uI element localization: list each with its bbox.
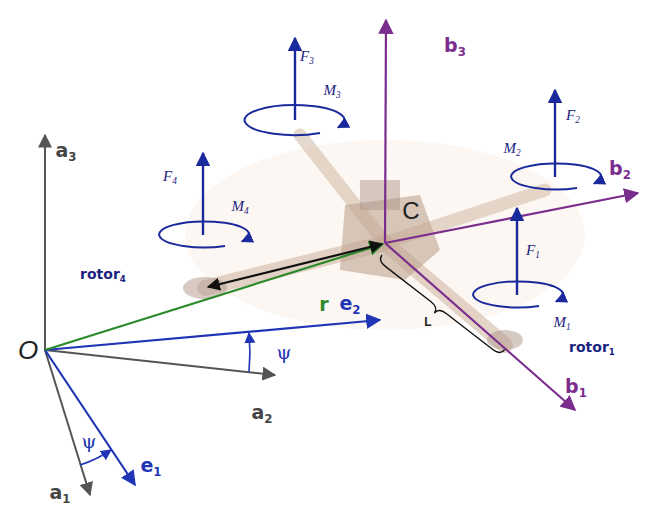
- rotor-thrusts-part: [202, 153, 204, 235]
- label-subscript: 1: [153, 465, 161, 479]
- arm-length-label: L: [424, 316, 431, 329]
- label-subscript: 3: [309, 56, 314, 66]
- label-subscript: 1: [535, 250, 540, 260]
- rotor-moments-part: [245, 105, 345, 135]
- moment-label: M3: [323, 82, 340, 99]
- arm-length-brace: [373, 255, 504, 361]
- inertial-axes-part: [44, 135, 46, 350]
- rotor-moments-part: [159, 221, 249, 247]
- label-stem: a: [55, 139, 68, 161]
- label-subscript: 2: [352, 303, 360, 317]
- position-vector-part: [45, 244, 383, 350]
- label-stem: e: [339, 292, 352, 314]
- quadrotor-photo-part: [487, 330, 523, 350]
- label-stem: M: [553, 314, 566, 330]
- label-subscript: 2: [623, 168, 631, 182]
- body-axes-part: [385, 193, 638, 243]
- yaw-axis-label: e1: [140, 455, 161, 476]
- body-axis-label: b2: [609, 158, 631, 179]
- origin-label: O: [18, 336, 38, 365]
- label-subscript: 2: [516, 148, 521, 158]
- label-subscript: 4: [244, 206, 249, 216]
- quadrotor-photo-part: [360, 180, 400, 210]
- inertial-axes-part: [45, 350, 90, 495]
- label-stem: M: [231, 198, 244, 214]
- label-stem: a: [251, 401, 264, 423]
- label-stem: M: [323, 82, 336, 98]
- body-axis-label: b1: [565, 376, 587, 397]
- label-subscript: 3: [336, 90, 341, 100]
- label-subscript: 1: [566, 322, 571, 332]
- thrust-label: F1: [526, 242, 540, 259]
- rotor-thrusts: [203, 38, 555, 295]
- label-stem: a: [49, 481, 62, 503]
- inertial-axis-label: a3: [55, 140, 76, 161]
- label-stem: rotor: [80, 266, 120, 282]
- rotor-label: rotor1: [569, 340, 615, 355]
- yaw-angle-label: ψ: [82, 431, 97, 452]
- yaw-angle-label: ψ: [277, 342, 292, 363]
- label-stem: F: [300, 48, 309, 64]
- arm-length-brace-part: [373, 255, 504, 361]
- label-stem: e: [140, 454, 153, 476]
- label-stem: F: [526, 242, 535, 258]
- inertial-axis-label: a2: [251, 402, 272, 423]
- label-stem: rotor: [569, 339, 609, 355]
- label-stem: b: [609, 157, 623, 179]
- label-stem: b: [444, 34, 458, 56]
- label-subscript: 1: [609, 347, 615, 357]
- rotor-moments-part: [511, 163, 601, 189]
- label-stem: M: [503, 140, 516, 156]
- label-subscript: 1: [62, 492, 70, 506]
- body-axes-part: [385, 243, 575, 410]
- rotor-arm-vector: [208, 244, 382, 287]
- body-axes: [385, 20, 638, 410]
- label-stem: F: [566, 107, 575, 123]
- rotor-moments-part: [473, 281, 563, 307]
- rotor-arm-vector-part: [208, 244, 382, 287]
- thrust-label: F2: [566, 107, 580, 124]
- label-subscript: 3: [68, 150, 76, 164]
- label-subscript: 2: [264, 412, 272, 426]
- inertial-axes-part: [45, 350, 275, 375]
- thrust-label: F4: [163, 168, 177, 185]
- position-vector: [45, 244, 383, 350]
- moment-label: M1: [553, 314, 570, 331]
- label-subscript: 2: [575, 115, 580, 125]
- thrust-label: F3: [300, 48, 314, 65]
- yaw-axes-part: [248, 333, 251, 372]
- yaw-axes: [45, 320, 380, 485]
- label-subscript: 3: [458, 45, 466, 59]
- body-axis-label: b3: [444, 35, 466, 56]
- body-axes-part: [385, 20, 386, 243]
- inertial-axis-label: a1: [49, 482, 70, 503]
- label-subscript: 4: [172, 176, 177, 186]
- label-stem: F: [163, 168, 172, 184]
- moment-label: M4: [231, 198, 248, 215]
- label-subscript: 1: [579, 386, 587, 400]
- position-vector-label: r: [319, 294, 328, 315]
- label-stem: b: [565, 375, 579, 397]
- yaw-axes-part: [80, 450, 111, 465]
- rotor-label: rotor4: [80, 267, 126, 282]
- yaw-axes-part: [45, 350, 135, 485]
- yaw-axis-label: e2: [339, 293, 360, 314]
- rotor-thrusts-part: [294, 38, 296, 120]
- label-subscript: 4: [120, 274, 126, 284]
- moment-label: M2: [503, 140, 520, 157]
- rotor-moments: [159, 105, 601, 307]
- center-label: C: [402, 198, 419, 224]
